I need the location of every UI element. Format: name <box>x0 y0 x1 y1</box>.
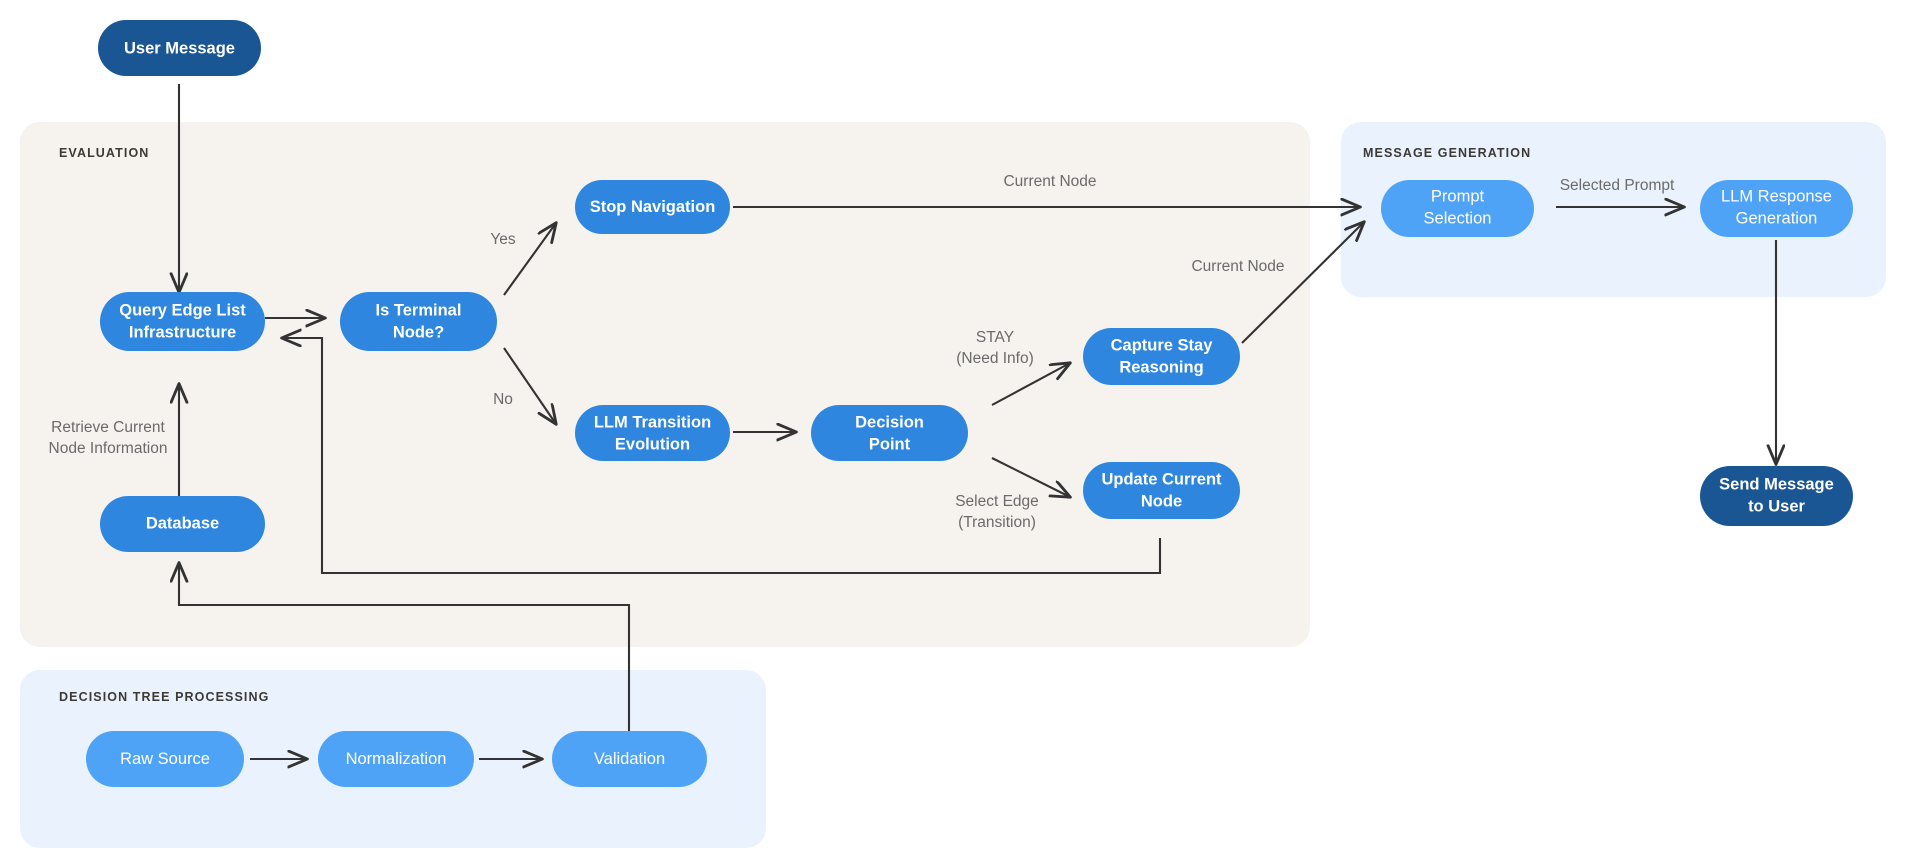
node-database[interactable]: Database <box>100 496 265 552</box>
edge-label-select-edge-line1: Select Edge <box>955 493 1039 510</box>
node-capture-stay-reasoning[interactable]: Capture Stay Reasoning <box>1083 328 1240 385</box>
node-decision-point-shape[interactable] <box>811 405 968 461</box>
node-validation-shape[interactable] <box>552 731 707 787</box>
node-database-shape[interactable] <box>100 496 265 552</box>
node-raw-source-label: Raw Source <box>120 750 210 768</box>
node-query-edge-list-shape[interactable] <box>100 292 265 351</box>
node-user-message-shape[interactable] <box>98 20 261 76</box>
node-decision-point-label-line1: Decision <box>855 413 924 431</box>
edge-label-stay-line1: STAY <box>976 329 1014 346</box>
node-capture-stay-reasoning-shape[interactable] <box>1083 328 1240 385</box>
node-database-label: Database <box>146 514 219 532</box>
edge-label-select-edge-line2: (Transition) <box>958 514 1036 531</box>
node-normalization-label: Normalization <box>346 750 447 768</box>
edge-is-terminal-node-no: No <box>493 347 556 424</box>
node-raw-source[interactable]: Raw Source <box>86 731 244 787</box>
node-llm-response-generation-label-line2: Generation <box>1736 209 1818 227</box>
node-llm-response-generation-label-line1: LLM Response <box>1721 187 1832 205</box>
group-evaluation-title: EVALUATION <box>59 146 149 160</box>
edge-capture-stay-to-prompt-selection: Current Node <box>1191 222 1364 344</box>
edge-label-retrieve-line2: Node Information <box>49 440 168 457</box>
node-llm-response-generation-shape[interactable] <box>1700 180 1853 237</box>
node-normalization[interactable]: Normalization <box>318 731 474 787</box>
node-stop-navigation-shape[interactable] <box>575 180 730 234</box>
edge-decision-point-to-capture-stay: STAY (Need Info) <box>956 329 1070 406</box>
group-message-generation-bg <box>1341 122 1886 297</box>
node-update-current-node[interactable]: Update Current Node <box>1083 462 1240 519</box>
edge-validation-to-database <box>179 563 631 731</box>
node-is-terminal-node-label-line1: Is Terminal <box>376 301 462 319</box>
node-is-terminal-node-label-line2: Node? <box>393 323 444 341</box>
group-decision-tree-processing-title: DECISION TREE PROCESSING <box>59 690 269 704</box>
node-is-terminal-node-shape[interactable] <box>340 292 497 351</box>
edge-label-yes: Yes <box>490 231 516 248</box>
node-prompt-selection-label-line1: Prompt <box>1431 187 1485 205</box>
node-send-message-to-user-shape[interactable] <box>1700 466 1853 526</box>
edge-label-no: No <box>493 391 513 408</box>
node-decision-point-label-line2: Point <box>869 435 911 453</box>
node-update-current-node-shape[interactable] <box>1083 462 1240 519</box>
group-evaluation-bg <box>20 122 1310 647</box>
edge-label-retrieve-line1: Retrieve Current <box>51 419 165 436</box>
node-llm-transition-evolution-label-line1: LLM Transition <box>594 413 711 431</box>
group-evaluation: EVALUATION <box>20 122 1310 647</box>
edge-database-to-query-edge-list: Retrieve Current Node Information <box>49 384 179 500</box>
edge-label-selected-prompt: Selected Prompt <box>1560 177 1675 194</box>
node-capture-stay-reasoning-label-line1: Capture Stay <box>1111 336 1214 354</box>
node-query-edge-list-label-line2: Infrastructure <box>129 323 236 341</box>
node-capture-stay-reasoning-label-line2: Reasoning <box>1119 358 1203 376</box>
node-user-message[interactable]: User Message <box>98 20 261 76</box>
node-query-edge-list-label-line1: Query Edge List <box>119 301 246 319</box>
node-validation-label: Validation <box>594 750 665 768</box>
node-decision-point[interactable]: Decision Point <box>811 405 968 461</box>
node-query-edge-list[interactable]: Query Edge List Infrastructure <box>100 292 265 351</box>
node-prompt-selection-shape[interactable] <box>1381 180 1534 237</box>
node-send-message-to-user-label-line2: to User <box>1748 497 1805 515</box>
edge-is-terminal-node-yes: Yes <box>490 223 556 296</box>
node-update-current-node-label-line2: Node <box>1141 492 1182 510</box>
node-stop-navigation-label: Stop Navigation <box>590 198 716 216</box>
edge-label-current-node-top: Current Node <box>1003 173 1096 190</box>
edge-prompt-selection-to-llm-response: Selected Prompt <box>1556 177 1684 207</box>
node-is-terminal-node[interactable]: Is Terminal Node? <box>340 292 497 351</box>
edge-update-current-node-to-query-edge-list <box>282 338 1162 575</box>
group-message-generation: MESSAGE GENERATION <box>1341 122 1886 297</box>
group-message-generation-title: MESSAGE GENERATION <box>1363 146 1531 160</box>
edge-decision-point-to-update-current-node: Select Edge (Transition) <box>955 457 1070 531</box>
edge-label-current-node-mid: Current Node <box>1191 258 1284 275</box>
node-update-current-node-label-line1: Update Current <box>1101 470 1222 488</box>
node-stop-navigation[interactable]: Stop Navigation <box>575 180 730 234</box>
edge-stop-navigation-to-prompt-selection: Current Node <box>733 173 1360 207</box>
node-llm-transition-evolution[interactable]: LLM Transition Evolution <box>575 405 730 461</box>
node-send-message-to-user-label-line1: Send Message <box>1719 475 1834 493</box>
node-prompt-selection-label-line2: Selection <box>1424 209 1492 227</box>
node-send-message-to-user[interactable]: Send Message to User <box>1700 466 1853 526</box>
node-llm-transition-evolution-shape[interactable] <box>575 405 730 461</box>
node-prompt-selection[interactable]: Prompt Selection <box>1381 180 1534 237</box>
edge-label-stay-line2: (Need Info) <box>956 350 1034 367</box>
node-user-message-label: User Message <box>124 39 235 57</box>
node-normalization-shape[interactable] <box>318 731 474 787</box>
node-llm-response-generation[interactable]: LLM Response Generation <box>1700 180 1853 237</box>
node-validation[interactable]: Validation <box>552 731 707 787</box>
node-llm-transition-evolution-label-line2: Evolution <box>615 435 690 453</box>
node-raw-source-shape[interactable] <box>86 731 244 787</box>
